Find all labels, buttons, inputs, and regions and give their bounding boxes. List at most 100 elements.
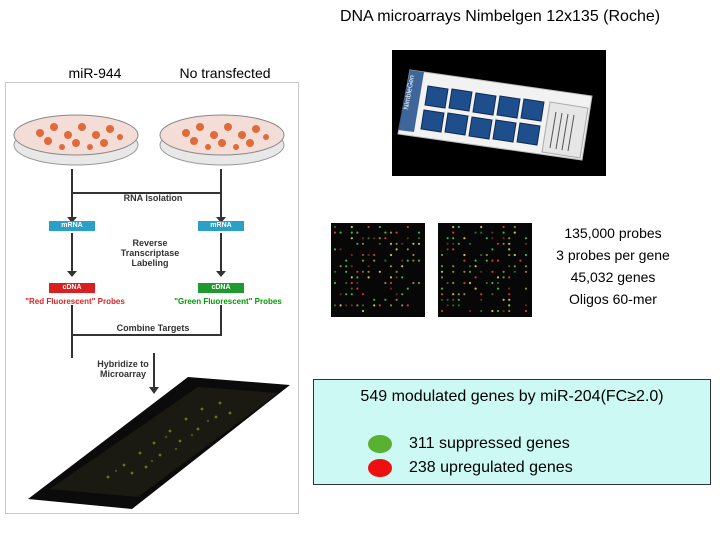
array-spot xyxy=(508,293,511,296)
array-spot xyxy=(378,225,381,229)
array-spot xyxy=(452,231,455,234)
array-spot xyxy=(389,242,393,245)
array-spot xyxy=(389,231,393,234)
array-spot xyxy=(361,270,365,273)
probes-per-gene: 3 probes per gene xyxy=(556,247,670,263)
array-spot xyxy=(452,304,455,307)
array-spot xyxy=(468,242,472,245)
array-spot xyxy=(452,265,455,268)
array-spot xyxy=(502,276,505,279)
array-spot xyxy=(452,298,455,301)
array-spot xyxy=(389,304,393,307)
array-spot xyxy=(446,248,449,251)
array-spot xyxy=(406,287,409,290)
array-spot xyxy=(468,281,472,285)
scanned-array-image-left xyxy=(331,223,425,317)
array-spot xyxy=(440,265,444,268)
array-spot xyxy=(440,293,444,296)
array-spot xyxy=(367,253,370,257)
array-spot xyxy=(496,242,500,245)
green-dot-icon xyxy=(368,435,392,453)
oligo-length: Oligos 60-mer xyxy=(569,291,657,307)
array-spot xyxy=(496,281,500,285)
array-spot xyxy=(502,270,505,273)
array-spot xyxy=(468,270,472,273)
array-spot xyxy=(485,281,488,285)
array-spot xyxy=(339,304,342,307)
array-spot xyxy=(384,259,387,262)
array-spot xyxy=(345,281,348,285)
array-spot xyxy=(491,270,494,273)
scanned-array-image-right xyxy=(438,223,532,317)
array-spot xyxy=(491,259,494,262)
array-spot xyxy=(452,242,455,245)
array-spot xyxy=(373,298,376,301)
array-spot xyxy=(333,304,337,307)
array-spot xyxy=(446,298,449,301)
array-spot xyxy=(446,304,449,307)
array-spot xyxy=(502,237,505,240)
array-spot xyxy=(485,237,488,240)
array-spot xyxy=(367,276,370,279)
array-spot xyxy=(508,287,511,290)
array-spot xyxy=(417,237,421,240)
array-spot xyxy=(378,242,381,245)
array-spot xyxy=(401,276,404,279)
array-spot xyxy=(452,270,455,273)
mrna-tube-right: mRNA xyxy=(198,221,244,231)
array-spot xyxy=(345,265,348,268)
array-spot xyxy=(361,259,365,262)
array-spot xyxy=(468,309,472,313)
array-spot xyxy=(440,276,444,279)
array-spot xyxy=(389,287,393,290)
step-hybridize: Hybridize to Microarray xyxy=(97,359,149,379)
array-spot xyxy=(440,287,444,290)
array-spot xyxy=(440,253,444,257)
array-spot xyxy=(406,225,409,229)
array-spot xyxy=(339,265,342,268)
array-spot xyxy=(496,287,500,290)
array-spot xyxy=(508,237,511,240)
array-spot xyxy=(406,304,409,307)
array-spot xyxy=(350,304,353,307)
array-spot xyxy=(356,270,359,273)
red-dot-icon xyxy=(368,459,392,477)
array-spot xyxy=(508,298,511,301)
array-spot xyxy=(474,259,477,262)
array-spot xyxy=(463,253,466,257)
step-rna-isolation: RNA Isolation xyxy=(123,193,183,203)
petri-dish-transfected xyxy=(13,114,139,166)
array-spot xyxy=(361,237,365,240)
array-spot xyxy=(446,242,449,245)
array-spot xyxy=(384,281,387,285)
array-spot xyxy=(485,253,488,257)
array-spot xyxy=(333,281,337,285)
probe-info: 135,000 probes 3 probes per gene 45,032 … xyxy=(536,222,690,310)
array-spot xyxy=(384,237,387,240)
array-spot xyxy=(440,270,444,273)
array-spot xyxy=(480,309,483,313)
array-spot xyxy=(491,237,494,240)
array-spot xyxy=(373,304,376,307)
array-spot xyxy=(333,225,337,229)
array-spot xyxy=(373,253,376,257)
array-spot xyxy=(401,265,404,268)
array-spot xyxy=(463,237,466,240)
array-spot xyxy=(485,259,488,262)
step-reverse-transcriptase: Reverse Transcriptase Labeling xyxy=(120,238,180,268)
page-title: DNA microarrays Nimbelgen 12x135 (Roche) xyxy=(339,8,661,25)
array-spot xyxy=(491,293,494,296)
array-spot xyxy=(491,231,494,234)
array-spot xyxy=(524,265,528,268)
mrna-tube-left: mRNA xyxy=(49,221,95,231)
array-spot xyxy=(524,270,528,273)
array-spot xyxy=(452,281,455,285)
array-spot xyxy=(367,270,370,273)
array-spot xyxy=(367,225,370,229)
array-spot xyxy=(395,270,398,273)
array-spot xyxy=(496,259,500,262)
array-spot xyxy=(356,287,359,290)
array-spot xyxy=(345,259,348,262)
array-spot xyxy=(491,248,494,251)
array-spot xyxy=(384,298,387,301)
